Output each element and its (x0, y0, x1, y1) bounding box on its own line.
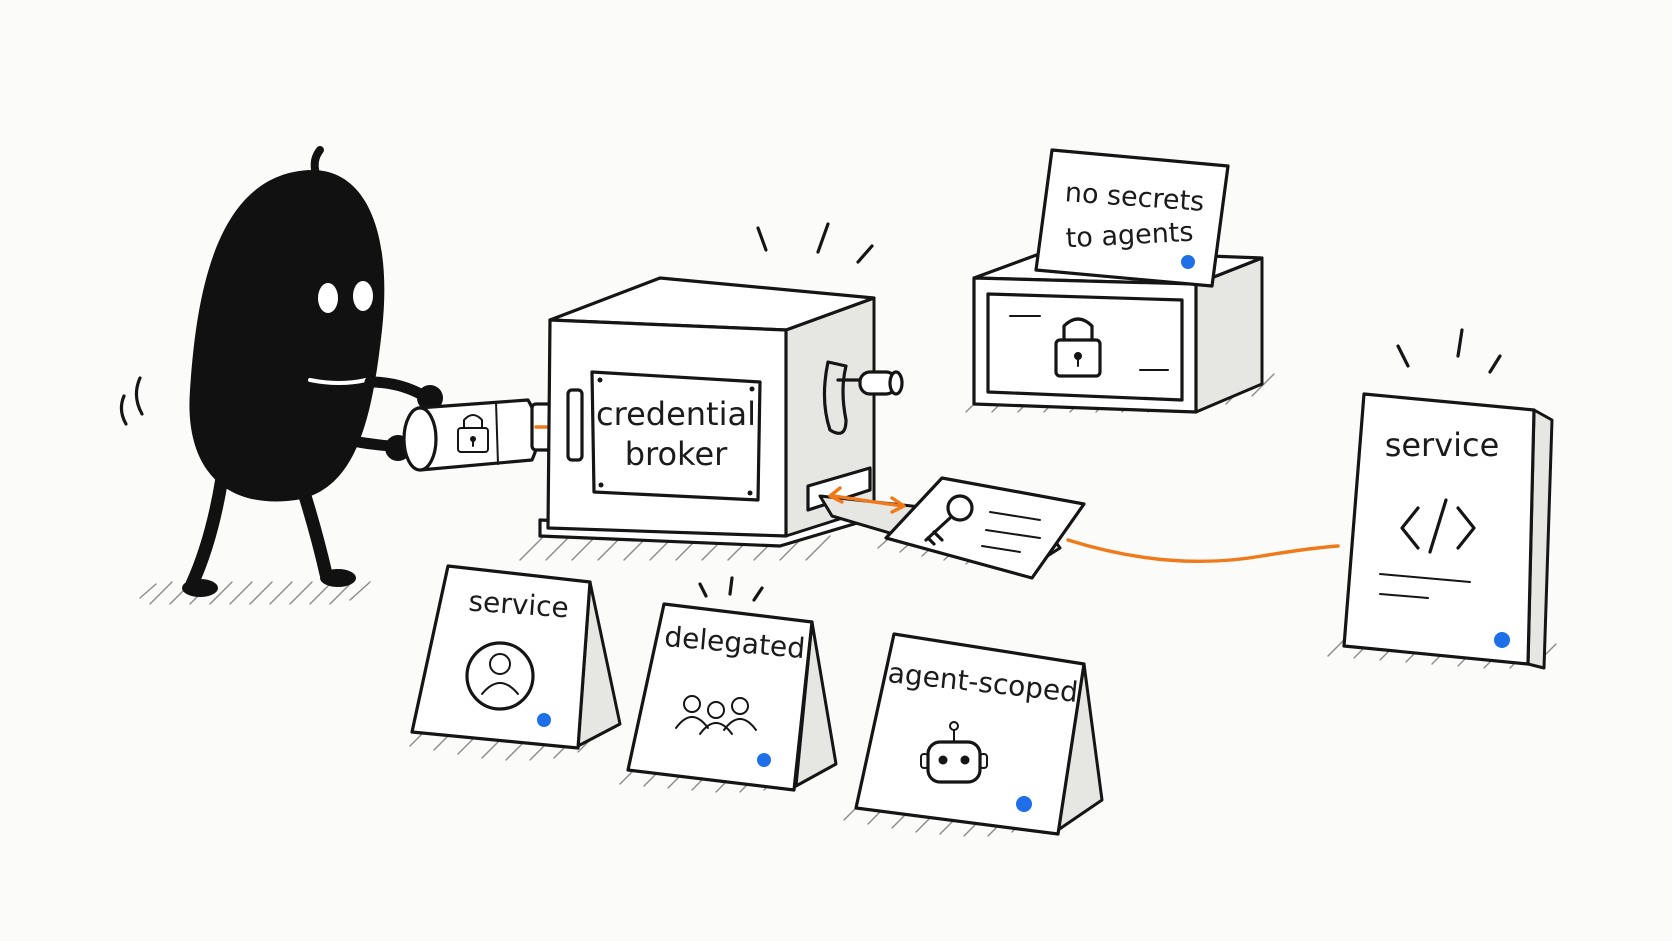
character-foot-right (320, 569, 356, 587)
character-shadow (139, 581, 371, 605)
character-eye-right (353, 281, 373, 311)
broker-input-slot (566, 388, 584, 462)
broker-crank-icon (822, 360, 904, 435)
card-text-line (981, 545, 1021, 553)
vault-note-line2: to agents (1065, 217, 1194, 255)
character-foot-left (182, 579, 218, 597)
burst-mark (1396, 344, 1410, 368)
status-dot (1181, 255, 1195, 269)
burst-mark (856, 244, 874, 264)
canister-padlock-icon (457, 414, 489, 453)
target-service-label: service (1385, 426, 1500, 464)
burst-mark (728, 576, 734, 596)
broker-label-line1: credential (596, 395, 756, 433)
broker-machine: credential broker (519, 222, 904, 561)
character-hand-upper (417, 385, 443, 411)
burst-mark (1488, 354, 1502, 374)
card-text-line (985, 529, 1041, 539)
status-dot (537, 713, 551, 727)
card-to-service-connector (1066, 538, 1340, 564)
tent-card-delegated: delegated (619, 576, 838, 793)
card-flow-arrow (832, 494, 904, 508)
character-arm-upper (364, 376, 430, 402)
key-icon (924, 494, 974, 546)
user-icon (465, 641, 535, 711)
card-text-line (989, 511, 1041, 521)
broker-label-line2: broker (625, 435, 728, 473)
character-mouth (308, 378, 368, 385)
code-icon (1400, 498, 1476, 554)
character-leg-left (185, 471, 229, 591)
burst-mark (1456, 328, 1464, 358)
burst-mark (752, 586, 764, 602)
vault-padlock-icon (1054, 317, 1102, 378)
motion-mark (134, 376, 144, 416)
target-service-card: service (1327, 328, 1557, 670)
credential-card (818, 476, 1340, 580)
motion-mark (119, 394, 128, 426)
service-text-line (1379, 593, 1429, 599)
status-dot (757, 753, 771, 767)
burst-mark (816, 222, 830, 254)
character-eye-left (318, 283, 338, 313)
tent-card-service: service (409, 564, 622, 761)
status-dot (1016, 796, 1032, 812)
character-body (189, 170, 385, 502)
character-arm-lower (254, 406, 396, 452)
tent-card-agent-scoped: agent-scoped (843, 632, 1104, 837)
group-icon (675, 695, 757, 735)
burst-mark (756, 226, 768, 252)
character-antenna (310, 146, 324, 178)
burst-mark (698, 582, 708, 598)
service-text-line (1379, 573, 1471, 583)
vault-note-card (1034, 148, 1230, 288)
card-service-label: service (467, 585, 569, 625)
locked-vault: no secrets to agents (965, 148, 1275, 414)
status-dot (1494, 632, 1510, 648)
robot-icon (920, 721, 988, 784)
character (119, 146, 443, 605)
